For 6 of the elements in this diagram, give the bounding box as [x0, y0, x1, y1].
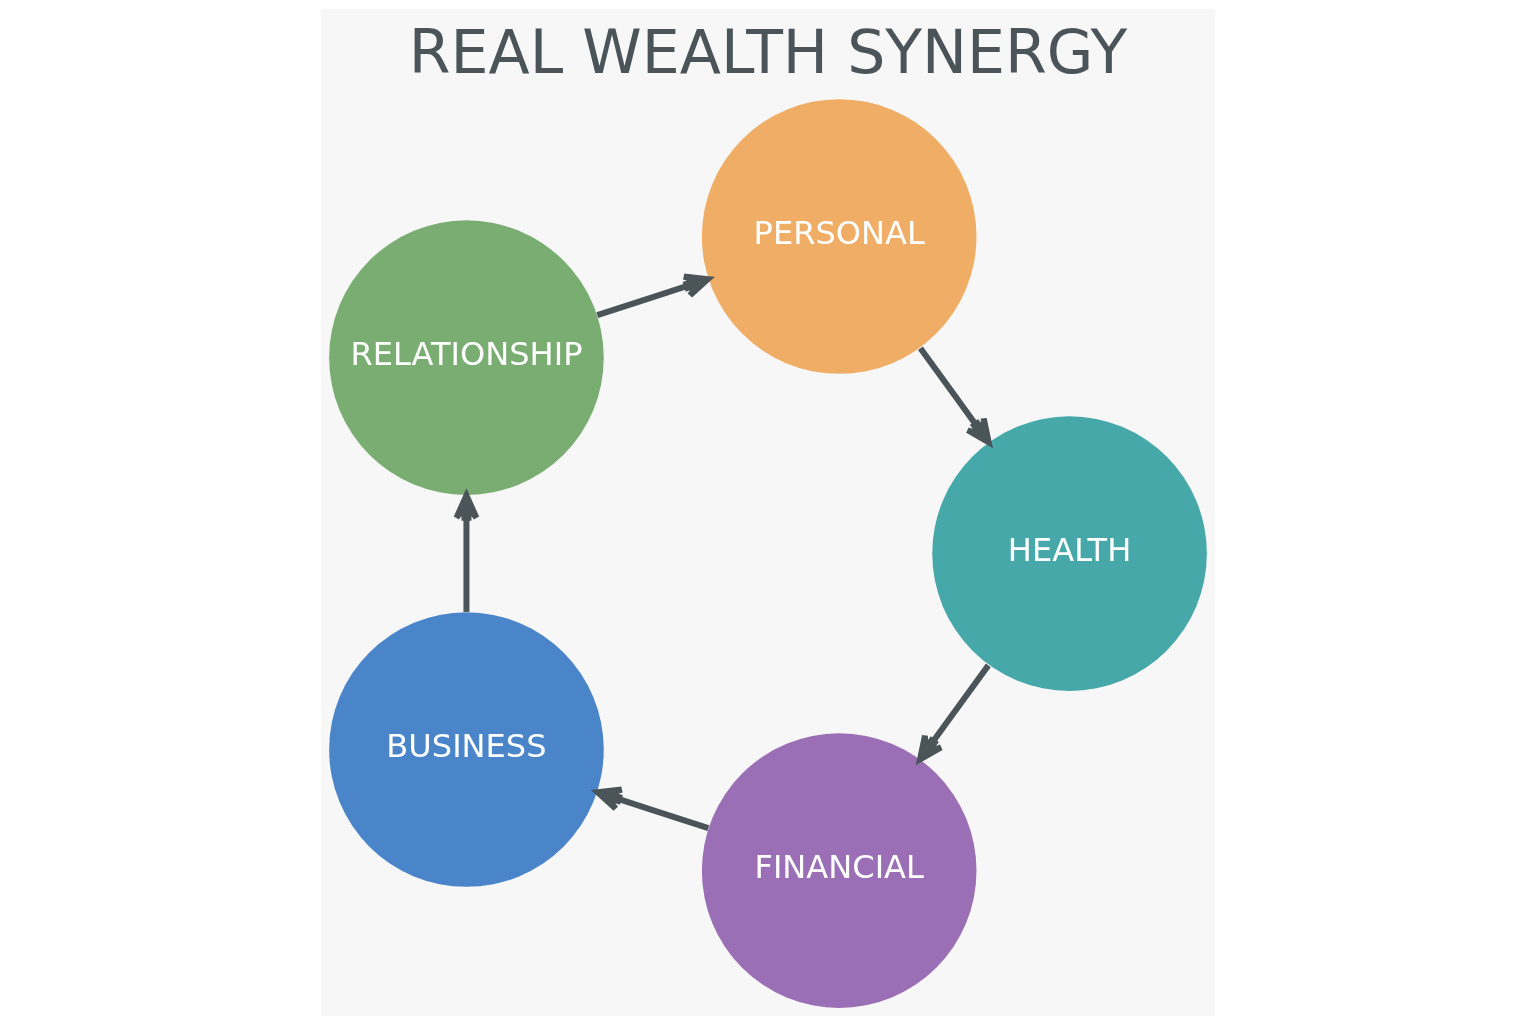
arrow [918, 346, 992, 445]
arrow [917, 663, 991, 762]
node-circle: RELATIONSHIP [329, 219, 604, 495]
diagram-title: REAL WEALTH SYNERGY [408, 16, 1128, 87]
node-circle: PERSONAL [701, 98, 977, 374]
node-circle: BUSINESS [329, 611, 604, 887]
